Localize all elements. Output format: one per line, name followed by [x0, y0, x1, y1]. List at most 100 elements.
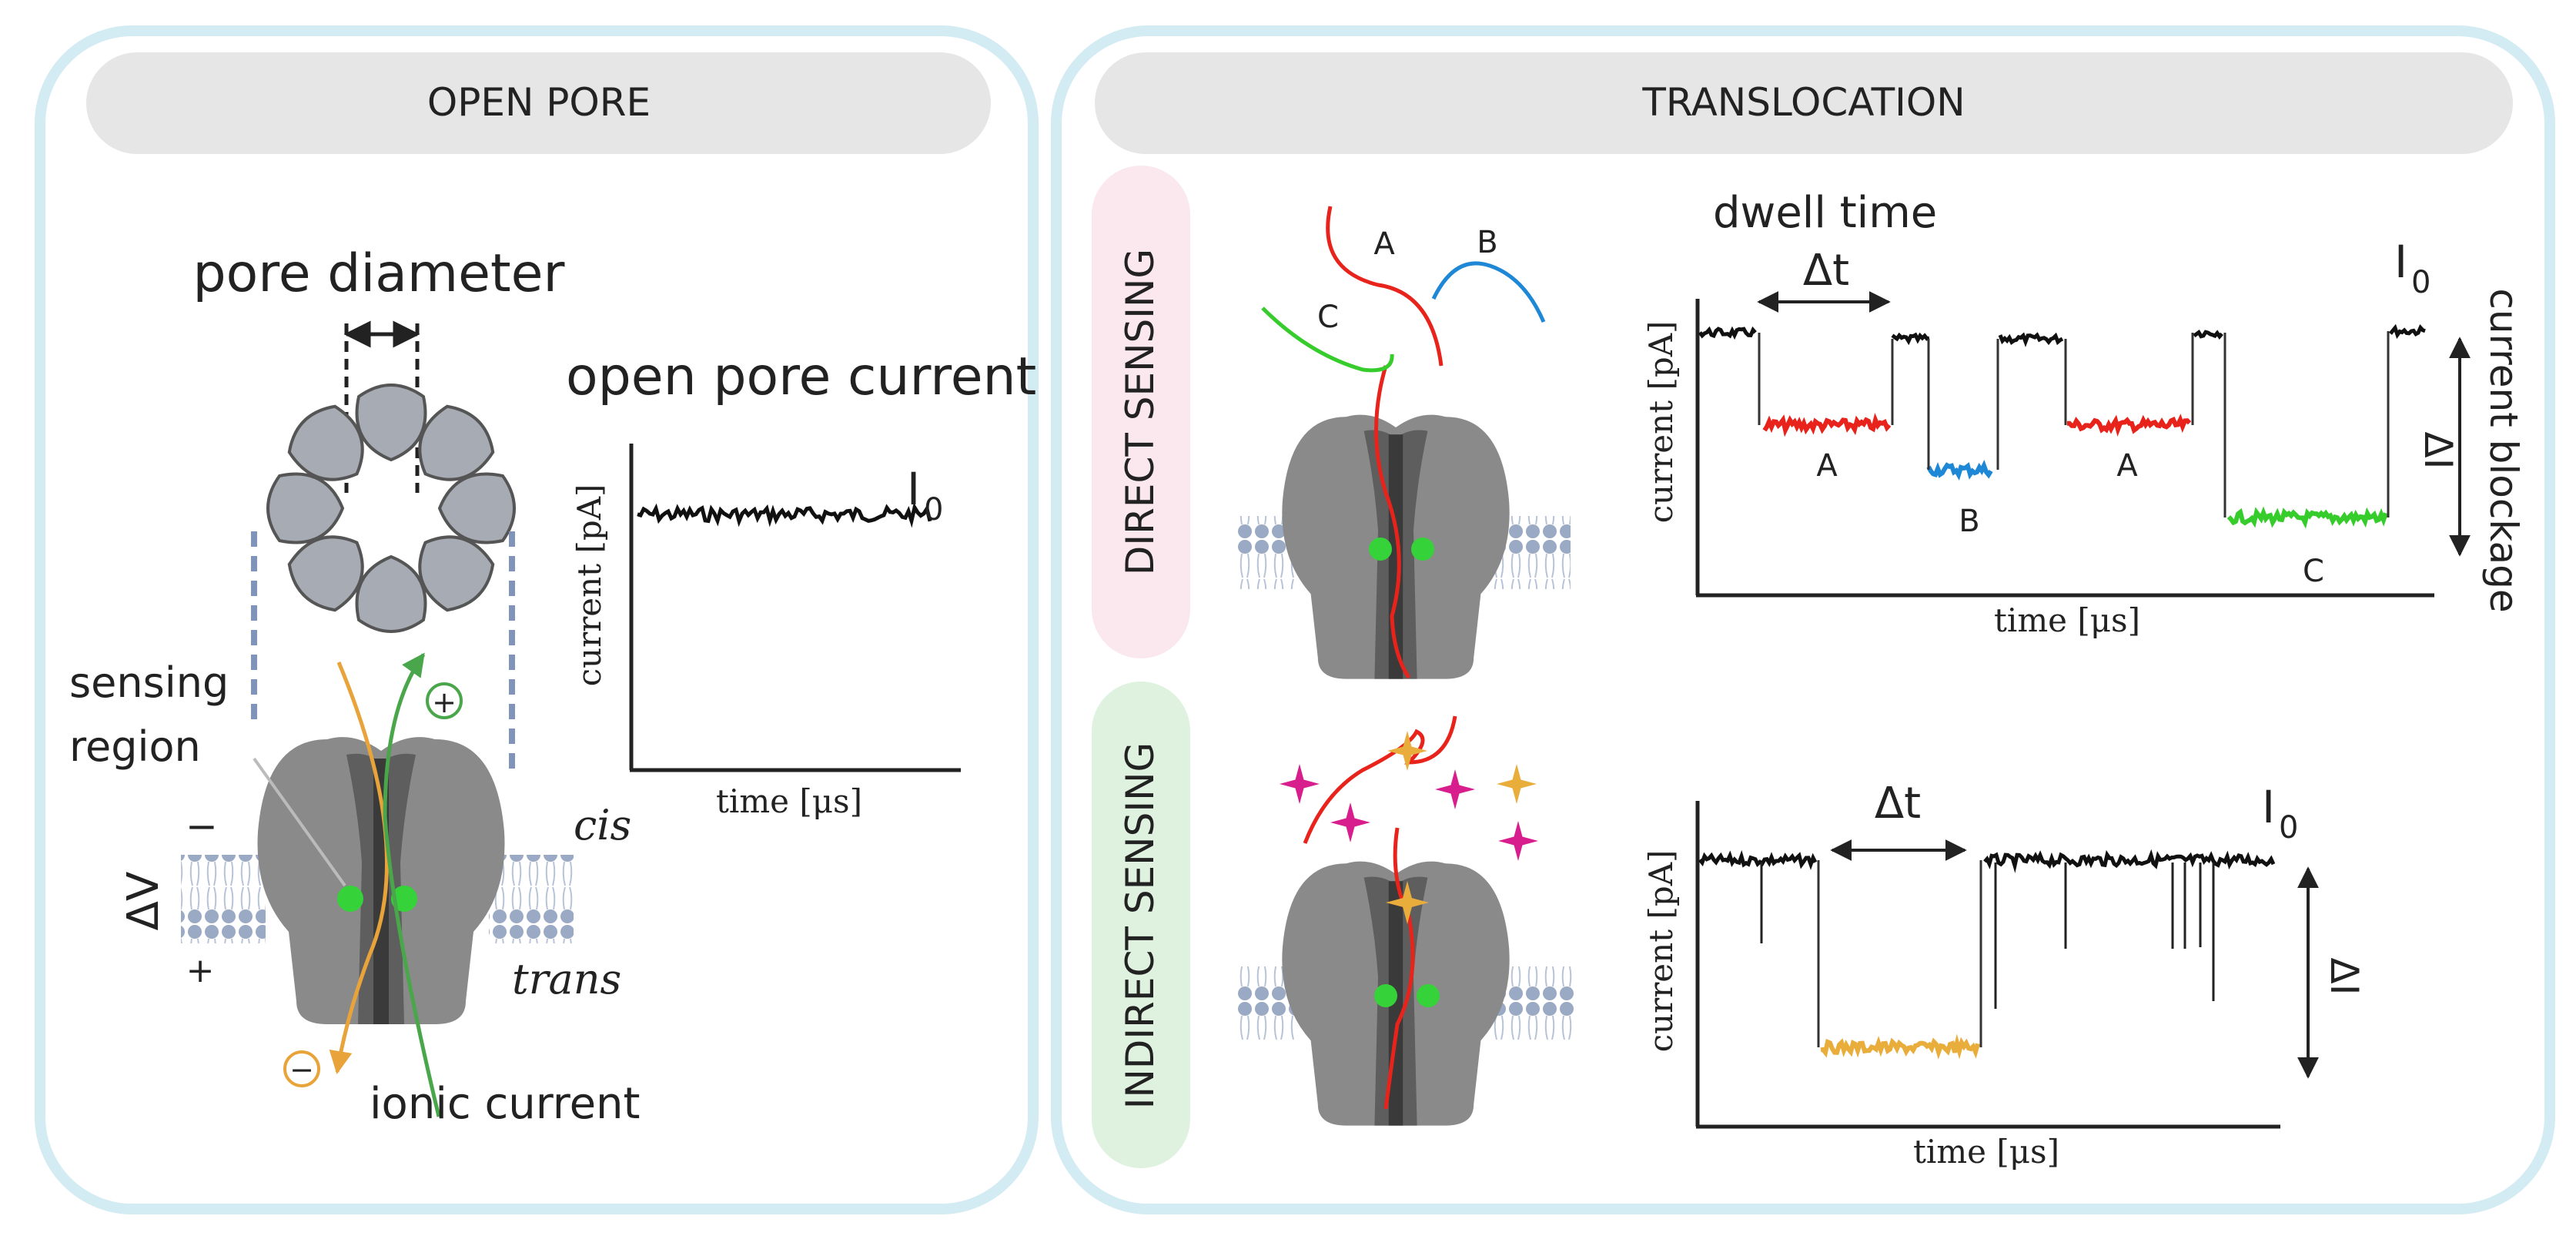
pore-subunit-shape — [287, 404, 364, 481]
direct-event-c: C — [2303, 554, 2324, 589]
direct-event-a2: A — [2116, 448, 2138, 484]
analyte-star — [1498, 821, 1538, 861]
ionic-current-orange-arrow — [329, 662, 389, 1074]
indirect-sensing-site-right — [1417, 984, 1440, 1007]
sensing-region-label-2: region — [69, 722, 201, 771]
open-pore-trace — [637, 502, 932, 528]
voltage-plus: + — [186, 951, 215, 990]
indirect-chart: Δt I 0 current [pA] time [μs] ΔI — [1642, 779, 2367, 1171]
membrane-right — [489, 855, 574, 943]
translocation-title: TRANSLOCATION — [1641, 80, 1965, 125]
direct-delta-i: ΔI — [2416, 432, 2461, 470]
indirect-delta-i: ΔI — [2322, 958, 2367, 996]
direct-event-b: B — [1959, 504, 1979, 539]
pore-diameter-label: pore diameter — [193, 243, 565, 304]
open-pore-header — [86, 52, 991, 154]
pore-subunit-shape — [418, 404, 495, 481]
pore-subunit — [287, 535, 364, 612]
pore-subunit — [437, 472, 516, 544]
strand-a-label: A — [1373, 226, 1395, 262]
pore-subunit-shape — [418, 535, 495, 612]
voltage-label: ΔV — [119, 872, 169, 931]
open-current-trace — [2193, 329, 2223, 340]
cation-sign: + — [432, 685, 457, 719]
open-pore-chart: I 0 current [pA] time [μs] — [570, 444, 961, 820]
indirect-traces — [1698, 849, 2276, 1060]
anion-icon — [283, 1050, 320, 1087]
analyte-star — [1386, 881, 1429, 924]
open-pore-ylabel: current [pA] — [570, 484, 608, 687]
open-pore-xlabel: time [μs] — [716, 782, 862, 820]
pore-subunit-shape — [287, 535, 364, 612]
direct-sensing-pill — [1092, 166, 1190, 658]
open-pore-title: OPEN PORE — [427, 80, 651, 125]
strand-through-pore — [1374, 365, 1411, 679]
translocation-panel: TRANSLOCATION DIRECT SENSING INDIRECT SE… — [1051, 25, 2555, 1214]
ionic-current-label: ionic current — [370, 1079, 640, 1129]
event-trace-c — [2226, 506, 2388, 529]
direct-ylabel: current [pA] — [1642, 321, 1680, 524]
open-pore-current-title: open pore current — [566, 347, 1036, 407]
anion-sign: − — [289, 1053, 314, 1087]
pore-subunit-shape — [266, 472, 345, 544]
indirect-sensing-label: INDIRECT SENSING — [1118, 742, 1163, 1109]
open-current-trace — [2389, 323, 2426, 340]
direct-i0-sub: 0 — [2411, 265, 2430, 300]
event-trace-indirect — [1820, 1033, 1980, 1060]
sensing-region-label-1: sensing — [69, 658, 229, 707]
indirect-sensing-pill — [1092, 682, 1190, 1168]
strand-c-label: C — [1317, 300, 1339, 335]
open-pore-panel: OPEN PORE pore diameter + − sensing regi… — [35, 25, 1039, 1214]
pore-top-view — [266, 384, 516, 633]
indirect-i0: I — [2262, 781, 2275, 833]
indirect-sensing-site-left — [1374, 984, 1397, 1007]
sensing-site-right — [391, 886, 417, 912]
open-current-trace — [1698, 326, 1757, 340]
strand-b — [1431, 261, 1546, 323]
pore-subunit — [418, 535, 495, 612]
sensing-region-pointer — [253, 757, 346, 887]
analyte-star — [1497, 764, 1537, 804]
analyte-star — [1387, 731, 1427, 771]
strand-a — [1326, 206, 1444, 367]
indirect-delta-t: Δt — [1875, 779, 1921, 829]
direct-chart: dwell time Δt I 0 A B A C current [pA] t… — [1642, 188, 2526, 639]
direct-delta-t: Δt — [1803, 246, 1849, 296]
analyte-star — [1330, 802, 1370, 842]
current-blockage-label: current blockage — [2481, 288, 2526, 612]
pore-subunit-shape — [437, 472, 516, 544]
voltage-minus: − — [186, 804, 218, 849]
pore-subunit — [287, 404, 364, 481]
direct-i0: I — [2394, 236, 2407, 288]
indirect-strand-through — [1383, 827, 1415, 1110]
cis-label: cis — [574, 801, 631, 849]
membrane-left — [181, 855, 266, 943]
direct-traces — [1698, 323, 2426, 529]
open-current-trace — [1698, 849, 1818, 870]
pore-subunit — [266, 472, 345, 544]
ionic-current-green-arrow — [383, 652, 441, 1117]
direct-sensing-site-left — [1369, 538, 1392, 561]
open-pore-i0-sub: 0 — [924, 492, 943, 528]
pore-subunit — [355, 554, 427, 633]
indirect-i0-sub: 0 — [2279, 810, 2298, 846]
direct-sensing-label: DIRECT SENSING — [1118, 249, 1163, 575]
dwell-time-label: dwell time — [1713, 188, 1937, 238]
open-current-trace — [1998, 332, 2064, 347]
open-current-trace — [1891, 332, 1930, 346]
open-pore-i0: I — [907, 463, 920, 515]
cation-icon — [426, 682, 463, 719]
strand-c — [1261, 306, 1394, 373]
event-trace-b — [1926, 460, 1993, 481]
indirect-strand-top — [1303, 715, 1457, 844]
open-current-trace — [1983, 849, 2276, 873]
translocation-header — [1095, 52, 2513, 154]
event-trace-a — [1762, 413, 1892, 437]
direct-event-a1: A — [1816, 448, 1838, 484]
analyte-stars — [1280, 731, 1538, 924]
trans-label: trans — [512, 955, 621, 1003]
direct-xlabel: time [μs] — [1994, 601, 2140, 639]
analyte-star — [1280, 764, 1320, 804]
pore-subunit — [418, 404, 495, 481]
indirect-ylabel: current [pA] — [1642, 850, 1680, 1053]
